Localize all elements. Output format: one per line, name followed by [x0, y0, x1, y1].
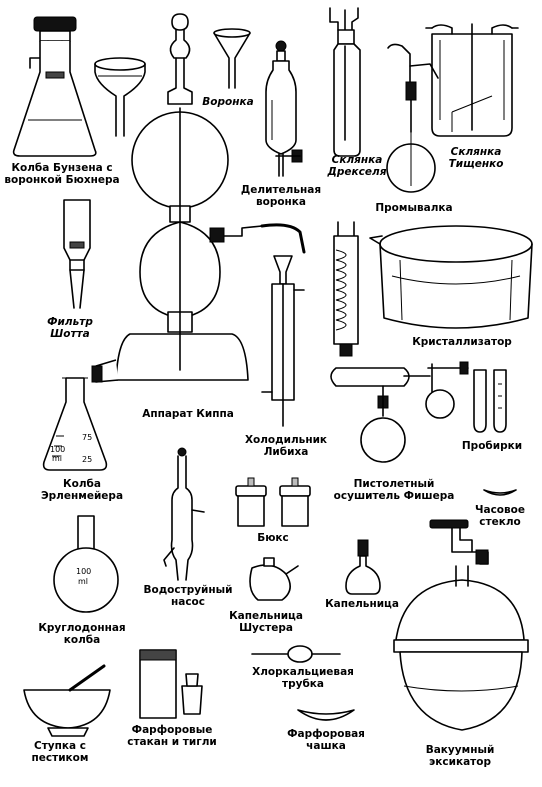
label-test-tubes: Пробирки — [462, 440, 522, 452]
label-fischer-dryer-line1: Пистолетный — [353, 478, 435, 490]
label-weighing-bottle: Бюкс — [257, 532, 289, 544]
label-schuster-dropper-line2: Шустера — [239, 622, 293, 634]
label-porcelain-beaker-line2: стакан и тигли — [127, 736, 217, 748]
label-bunsen-flask-line2: воронкой Бюхнера — [4, 174, 120, 186]
mortar-drawing — [23, 664, 111, 737]
label-test-tubes-line1: Пробирки — [461, 440, 523, 452]
watch-glass-drawing — [483, 489, 517, 496]
label-watch-glass: Часовое стекло — [475, 504, 525, 528]
crystallizer-drawing — [369, 225, 533, 329]
label-porcelain-beaker: Фарфоровые стакан и тигли — [127, 724, 217, 748]
label-dropper: Капельница — [325, 598, 399, 610]
porcelain-beaker-drawing — [139, 649, 203, 719]
label-erlenmeyer-flask-line1: Колба — [63, 478, 101, 490]
label-schott-filter-line1: Фильтр — [47, 316, 93, 328]
schuster-dropper-drawing — [249, 557, 299, 601]
label-separatory-funnel-line1: Делительная — [240, 184, 322, 196]
erlenmeyer-flask-drawing: 75 100 ml 25 — [42, 377, 108, 471]
label-drexel-bottle: Склянка Дрекселя — [328, 154, 387, 178]
label-calcium-chloride-tube-line1: Хлоркальциевая — [252, 666, 354, 678]
label-calcium-chloride-tube: Хлоркальциевая трубка — [252, 666, 354, 690]
label-dropper-line1: Капельница — [325, 598, 399, 610]
conical-funnel-drawing — [213, 28, 251, 89]
label-porcelain-dish-line1: Фарфоровая — [287, 728, 365, 740]
label-kipp-apparatus: Аппарат Киппа — [142, 408, 234, 420]
label-erlenmeyer-flask-line2: Эрленмейера — [40, 490, 124, 502]
label-weighing-bottle-line1: Бюкс — [257, 532, 289, 544]
schott-filter-drawing — [63, 199, 91, 309]
test-tubes-drawing — [473, 369, 507, 433]
erlenmeyer-mark-75: 75 — [82, 433, 92, 442]
small-funnel-drawing — [94, 57, 146, 137]
wash-bottle-drawing — [386, 43, 439, 193]
label-drexel-bottle-line2: Дрекселя — [327, 166, 387, 178]
label-separatory-funnel: Делительная воронка — [241, 184, 321, 208]
label-bunsen-flask-line1: Колба Бунзена с — [11, 162, 113, 174]
label-schott-filter-line2: Шотта — [50, 328, 90, 340]
label-water-jet-pump-line1: Водоструйный — [143, 584, 233, 596]
label-schuster-dropper: Капельница Шустера — [229, 610, 303, 634]
label-funnel: Воронка — [202, 96, 253, 108]
dropper-bottle-drawing — [345, 539, 381, 595]
separatory-funnel-drawing — [265, 40, 303, 177]
label-mortar: Ступка с пестиком — [32, 740, 89, 764]
label-crystallizer-line1: Кристаллизатор — [412, 336, 512, 348]
label-wash-bottle: Промывалка — [375, 202, 452, 214]
erlenmeyer-mark-volume: 100 — [50, 445, 65, 454]
label-drexel-bottle-line1: Склянка — [331, 154, 383, 166]
porcelain-dish-drawing — [297, 709, 355, 721]
label-round-flask-line1: Круглодонная — [38, 622, 126, 634]
label-fischer-dryer: Пистолетный осушитель Фишера — [334, 478, 455, 502]
bunsen-flask-drawing — [12, 16, 97, 157]
label-water-jet-pump-line2: насос — [170, 596, 206, 608]
fischer-dryer-drawing — [330, 221, 469, 463]
round-flask-drawing: 100 ml — [53, 515, 119, 613]
round-flask-mark-unit: ml — [78, 577, 88, 586]
label-tishchenko-bottle: Склянка Тищенко — [449, 146, 504, 170]
label-fischer-dryer-line2: осушитель Фишера — [333, 490, 455, 502]
drexel-bottle-drawing — [329, 7, 361, 157]
label-mortar-line2: пестиком — [31, 752, 89, 764]
label-mortar-line1: Ступка с — [34, 740, 86, 752]
round-flask-mark-volume: 100 — [76, 567, 91, 576]
label-round-flask: Круглодонная колба — [38, 622, 125, 646]
label-crystallizer: Кристаллизатор — [412, 336, 512, 348]
label-vacuum-desiccator-line2: эксикатор — [429, 756, 491, 768]
label-liebig-condenser-line2: Либиха — [263, 446, 309, 458]
liebig-condenser-drawing — [261, 255, 305, 427]
label-calcium-chloride-tube-line2: трубка — [281, 678, 324, 690]
erlenmeyer-mark-unit: ml — [52, 454, 62, 463]
label-watch-glass-line2: стекло — [479, 516, 521, 528]
label-tishchenko-bottle-line1: Склянка — [450, 146, 502, 158]
label-erlenmeyer-flask: Колба Эрленмейера — [41, 478, 123, 502]
label-schuster-dropper-line1: Капельница — [229, 610, 303, 622]
label-liebig-condenser-line1: Холодильник — [244, 434, 328, 446]
label-separatory-funnel-line2: воронка — [255, 196, 307, 208]
label-porcelain-dish-line2: чашка — [306, 740, 346, 752]
tishchenko-bottle-drawing — [425, 23, 519, 137]
label-porcelain-dish: Фарфоровая чашка — [287, 728, 365, 752]
label-water-jet-pump: Водоструйный насос — [143, 584, 232, 608]
water-jet-pump-drawing — [163, 447, 205, 581]
label-kipp-apparatus-line1: Аппарат Киппа — [142, 408, 234, 420]
label-round-flask-line2: колба — [63, 634, 101, 646]
label-liebig-condenser: Холодильник Либиха — [245, 434, 327, 458]
calcium-chloride-tube-drawing — [251, 645, 341, 663]
label-watch-glass-line1: Часовое — [475, 504, 525, 516]
vacuum-desiccator-drawing — [393, 519, 529, 731]
kipp-apparatus-drawing — [91, 13, 306, 383]
label-vacuum-desiccator: Вакуумный эксикатор — [426, 744, 495, 768]
label-porcelain-beaker-line1: Фарфоровые — [131, 724, 213, 736]
label-bunsen-flask: Колба Бунзена с воронкой Бюхнера — [4, 162, 119, 186]
label-funnel-line1: Воронка — [202, 96, 254, 108]
erlenmeyer-mark-25: 25 — [82, 455, 92, 464]
label-schott-filter: Фильтр Шотта — [47, 316, 93, 340]
weighing-bottles-drawing — [235, 477, 311, 527]
label-tishchenko-bottle-line2: Тищенко — [448, 158, 504, 170]
label-wash-bottle-line1: Промывалка — [375, 202, 453, 214]
label-vacuum-desiccator-line1: Вакуумный — [425, 744, 495, 756]
